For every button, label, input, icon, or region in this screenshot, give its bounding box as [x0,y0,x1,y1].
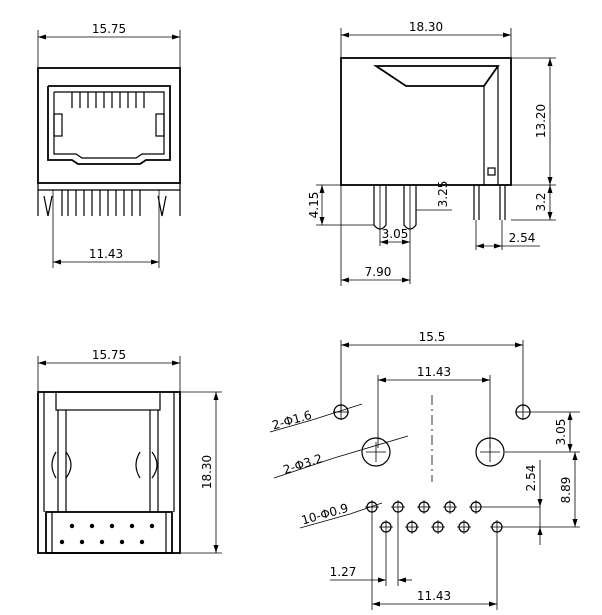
side-length-label: 18.30 [409,20,443,34]
footprint-post-span-label: 11.43 [417,365,451,379]
side-view: 18.30 13.20 4.15 3.25 [307,20,556,286]
side-pin-pitch-label: 2.54 [509,231,536,245]
side-post-offset-label: 7.90 [365,265,392,279]
side-post-dia-label: 3.25 [436,181,450,208]
front-width-label: 15.75 [92,22,126,36]
side-post-pitch-label: 3.05 [382,227,409,241]
footprint-overall-label: 15.5 [419,330,446,344]
side-pin-length-label: 3.2 [534,192,548,211]
footprint-view: 15.5 11.43 2-Φ1.6 2-Φ3.2 10-Φ0.9 [269,330,580,610]
footprint-dim-889-label: 8.89 [559,477,573,504]
side-height-label: 13.20 [534,104,548,138]
footprint-dim-305-label: 3.05 [554,419,568,446]
footprint-pin-hole-label: 10-Φ0.9 [300,501,350,528]
footprint-dim-127-label: 1.27 [330,565,357,579]
bottom-width-label: 15.75 [92,348,126,362]
front-view: 15.75 [37,22,181,268]
footprint-dim-254-label: 2.54 [524,465,538,492]
front-pin-span-label: 11.43 [89,247,123,261]
bottom-length-label: 18.30 [200,455,214,489]
footprint-pin-span-label: 11.43 [417,589,451,603]
side-post-length-label: 4.15 [307,192,321,219]
footprint-small-hole-label: 2-Φ1.6 [271,408,314,433]
footprint-large-hole-label: 2-Φ3.2 [281,451,324,477]
bottom-view: 15.75 18.30 [37,348,222,554]
